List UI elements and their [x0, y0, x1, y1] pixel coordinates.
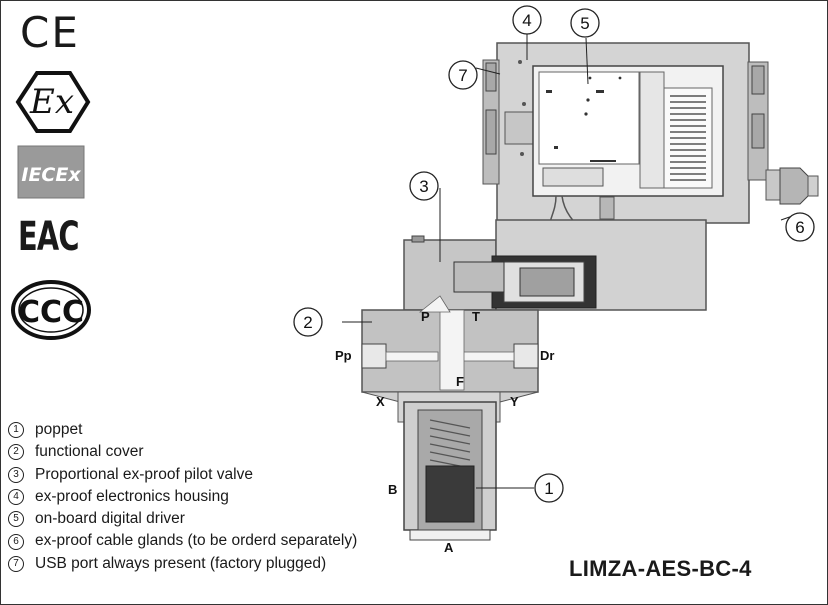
- port-label-a: A: [444, 540, 454, 555]
- legend-item-pilot-valve: 3 Proportional ex-proof pilot valve: [6, 464, 357, 486]
- legend-text: on-board digital driver: [35, 510, 185, 528]
- port-label-pp: Pp: [335, 348, 352, 363]
- svg-text:3: 3: [419, 177, 428, 196]
- callout-6: 6: [785, 212, 815, 242]
- legend-number: 3: [8, 466, 24, 483]
- model-code: LIMZA-AES-BC-4: [569, 556, 752, 581]
- svg-text:4: 4: [522, 11, 531, 30]
- callout-1: 1: [534, 473, 564, 503]
- callout-3: 3: [409, 171, 439, 201]
- callout-2: 2: [293, 307, 323, 337]
- port-label-f: F: [456, 374, 464, 389]
- legend-text: ex-proof electronics housing: [35, 487, 229, 505]
- callout-7: 7: [448, 60, 478, 90]
- port-label-x: X: [376, 394, 385, 409]
- callout-4: 4: [512, 5, 542, 35]
- digital-driver-board: [532, 65, 724, 197]
- port-label-t: T: [472, 309, 480, 324]
- poppet-cartridge: [397, 391, 501, 541]
- legend-item-functional-cover: 2 functional cover: [6, 441, 357, 463]
- svg-text:2: 2: [303, 313, 312, 332]
- legend-number: 4: [8, 489, 24, 506]
- legend-item-usb-port: 7 USB port always present (factory plugge…: [6, 553, 357, 575]
- legend-text: ex-proof cable glands (to be orderd sepa…: [35, 532, 358, 550]
- legend-text: poppet: [35, 421, 83, 438]
- legend: 1 poppet 2 functional cover 3 Proportional …: [6, 419, 357, 575]
- cable-gland: [765, 167, 819, 205]
- port-label-y: Y: [510, 394, 519, 409]
- iecex-logo-icon: IECEx: [17, 145, 85, 199]
- ex-mark-text: Ex: [29, 82, 74, 122]
- legend-item-digital-driver: 5 on-board digital driver: [6, 508, 357, 530]
- ex-mark-icon: Ex: [15, 71, 91, 133]
- functional-cover: [361, 295, 539, 403]
- legend-item-electronics-housing: 4 ex-proof electronics housing: [6, 486, 357, 508]
- legend-number: 6: [8, 533, 24, 550]
- legend-text: USB port always present (factory plugged…: [35, 554, 327, 572]
- port-label-b: B: [388, 482, 397, 497]
- ce-mark-icon: CE: [20, 8, 80, 57]
- port-label-p: P: [421, 309, 430, 324]
- legend-number: 7: [8, 555, 24, 572]
- legend-item-cable-glands: 6 ex-proof cable glands (to be orderd sep…: [6, 530, 357, 552]
- svg-text:7: 7: [458, 66, 467, 85]
- pilot-valve: [403, 219, 707, 311]
- legend-item-poppet: 1 poppet: [6, 419, 357, 441]
- svg-text:6: 6: [795, 218, 804, 237]
- iecex-logo-text: IECEx: [21, 164, 81, 186]
- legend-number: 2: [8, 444, 24, 461]
- ccc-mark-icon: CCC: [11, 280, 91, 340]
- eac-mark-icon: EAC: [18, 214, 79, 260]
- legend-number: 5: [8, 511, 24, 528]
- svg-text:1: 1: [544, 479, 553, 498]
- port-label-dr: Dr: [540, 348, 554, 363]
- svg-text:5: 5: [580, 14, 589, 33]
- ccc-mark-text: CCC: [18, 295, 84, 330]
- legend-text: Proportional ex-proof pilot valve: [35, 465, 253, 483]
- callout-5: 5: [570, 8, 600, 38]
- legend-text: functional cover: [35, 443, 144, 461]
- legend-number: 1: [8, 422, 24, 439]
